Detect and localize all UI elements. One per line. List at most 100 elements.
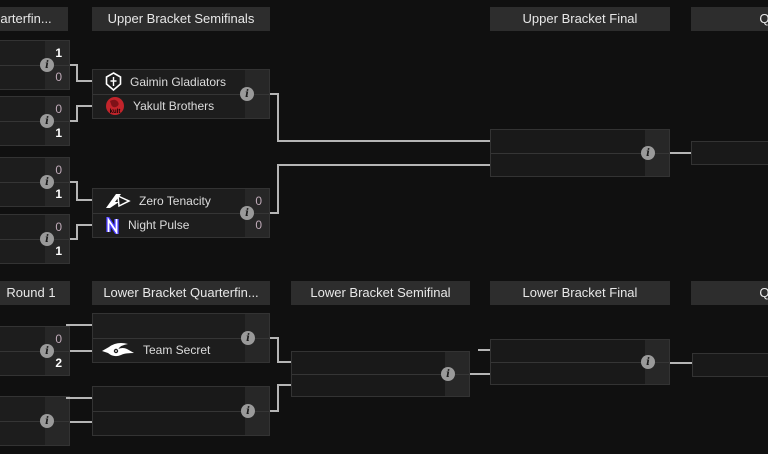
team-score: 1 — [45, 182, 69, 206]
info-icon[interactable]: i — [40, 414, 54, 428]
bracket-connector — [70, 181, 78, 183]
team-slot: af0 — [0, 64, 69, 89]
match-lb-quarterfinal-1[interactable]: Team Secret — [92, 313, 270, 363]
info-icon[interactable]: i — [240, 87, 254, 101]
info-icon[interactable]: i — [40, 232, 54, 246]
team-name: Night Pulse — [128, 218, 190, 233]
team-name: t — [0, 102, 45, 116]
bracket-connector — [70, 238, 78, 240]
team-slot: 1 — [0, 238, 69, 263]
team-slot — [0, 397, 69, 421]
team-score: 0 — [245, 213, 269, 237]
bracket-connector — [76, 199, 92, 201]
bracket-connector — [76, 64, 78, 82]
team-name: ty — [0, 187, 45, 201]
team-slot: kult Yakult Brothers — [93, 93, 269, 118]
info-icon[interactable]: i — [240, 206, 254, 220]
match-ub-quarterfinal-4[interactable]: ky0 1 — [0, 214, 70, 264]
bracket-connector — [277, 140, 490, 142]
bracket-connector — [270, 93, 279, 95]
team-slot: 0 — [0, 158, 69, 182]
match-lb-final[interactable] — [490, 339, 670, 385]
team-slot — [93, 410, 269, 435]
header-upper-bracket-quarterfinals: Upper Bracket Quarterfin... — [0, 7, 68, 31]
match-ub-final[interactable] — [490, 129, 670, 177]
match-ub-semifinal-1[interactable]: Gaimin Gladiators kult Yakult Brothers — [92, 69, 270, 119]
bracket-connector — [76, 181, 78, 201]
header-lower-bracket-semifinal: Lower Bracket Semifinal — [291, 281, 470, 305]
header-upper-bracket-semifinals: Upper Bracket Semifinals — [92, 7, 270, 31]
bracket-connector — [670, 152, 691, 154]
team-name: hers — [0, 126, 45, 140]
match-lb-semifinal[interactable] — [291, 351, 470, 397]
bracket-connector — [277, 384, 279, 412]
header-round-1: Round 1 — [0, 281, 70, 305]
team-name: diators — [0, 46, 45, 60]
team-name: af — [0, 70, 45, 84]
team-slot: Night Pulse 0 — [93, 212, 269, 237]
info-icon[interactable]: i — [40, 344, 54, 358]
bracket-connector — [70, 120, 78, 122]
bracket-connector — [76, 105, 78, 122]
slot-lower-qualified[interactable] — [692, 353, 768, 377]
match-ub-quarterfinal-2[interactable]: t0 hers1 — [0, 96, 70, 146]
bracket-connector — [277, 361, 291, 363]
team-name: Team Secret — [143, 343, 211, 358]
team-slot: ty1 — [0, 181, 69, 206]
bracket-connector — [277, 384, 291, 386]
svg-text:kult: kult — [110, 109, 121, 115]
info-icon[interactable]: i — [40, 114, 54, 128]
info-icon[interactable]: i — [441, 367, 455, 381]
match-lb-round1-2[interactable]: ky — [0, 396, 70, 446]
bracket-connector — [76, 224, 92, 226]
team-score — [245, 411, 269, 435]
yakult-brothers-logo: kult — [105, 96, 125, 116]
bracket-connector — [270, 337, 279, 339]
team-slot: t0 — [0, 97, 69, 121]
team-slot: Team Secret — [93, 337, 269, 362]
match-ub-quarterfinal-1[interactable]: diators1 af0 — [0, 40, 70, 90]
match-lb-quarterfinal-2[interactable] — [92, 386, 270, 436]
team-secret-logo — [101, 341, 135, 359]
bracket-connector — [66, 324, 92, 326]
bracket-connector — [76, 224, 78, 240]
team-slot: af0 — [0, 327, 69, 351]
header-lower-bracket-quarterfinals: Lower Bracket Quarterfin... — [92, 281, 270, 305]
bracket-connector — [76, 105, 92, 107]
team-slot: ky0 — [0, 215, 69, 239]
team-score: 1 — [45, 121, 69, 145]
bracket-connector — [270, 410, 279, 412]
bracket-connector — [270, 212, 279, 214]
header-lower-qualified: Qualified — [691, 281, 768, 305]
team-score: 1 — [45, 239, 69, 263]
team-name: af — [0, 332, 45, 346]
bracket-connector — [470, 373, 490, 375]
slot-upper-qualified[interactable] — [691, 141, 768, 165]
team-score: 2 — [45, 351, 69, 375]
info-icon[interactable]: i — [241, 331, 255, 345]
zero-tenacity-logo — [105, 193, 131, 209]
bracket-connector — [277, 337, 279, 363]
night-pulse-logo — [105, 216, 120, 234]
team-name: ky — [0, 426, 45, 440]
info-icon[interactable]: i — [241, 404, 255, 418]
match-ub-quarterfinal-3[interactable]: 0 ty1 — [0, 157, 70, 207]
info-icon[interactable]: i — [641, 146, 655, 160]
team-slot: t2 — [0, 350, 69, 375]
bracket-connector — [66, 397, 92, 399]
match-lb-round1-1[interactable]: af0 t2 — [0, 326, 70, 376]
bracket-connector — [70, 350, 92, 352]
team-score — [245, 94, 269, 118]
team-slot: hers1 — [0, 120, 69, 145]
team-slot — [693, 354, 768, 376]
info-icon[interactable]: i — [40, 175, 54, 189]
info-icon[interactable]: i — [40, 58, 54, 72]
team-name: Gaimin Gladiators — [130, 74, 227, 89]
team-name: Zero Tenacity — [139, 193, 211, 208]
header-upper-bracket-final: Upper Bracket Final — [490, 7, 670, 31]
bracket-connector — [277, 93, 279, 142]
info-icon[interactable]: i — [641, 355, 655, 369]
team-score — [245, 338, 269, 362]
bracket-connector — [70, 421, 92, 423]
